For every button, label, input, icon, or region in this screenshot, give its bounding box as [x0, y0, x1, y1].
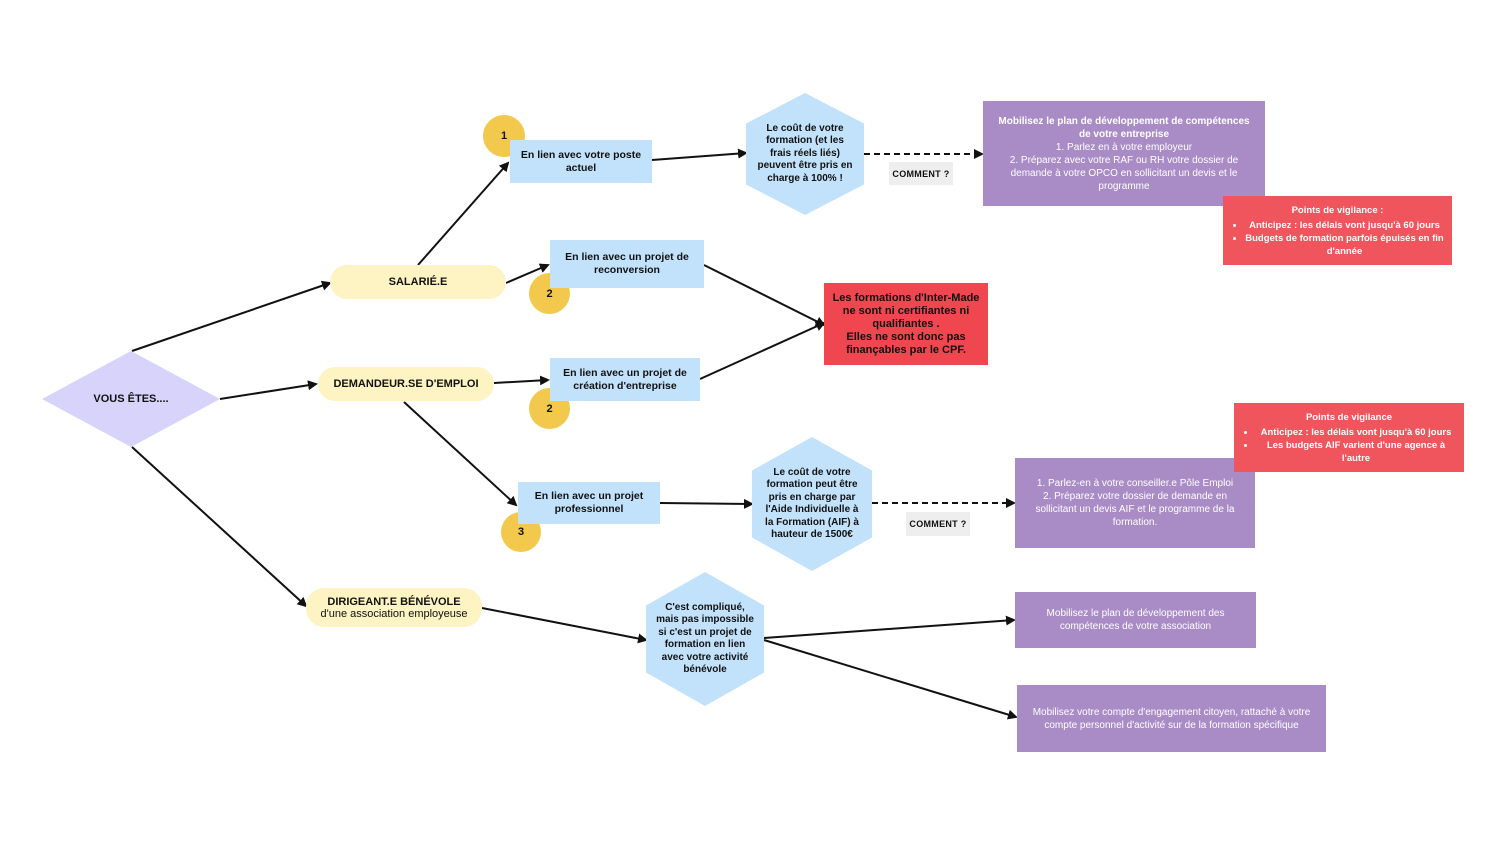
- comment-label-pole-emploi-text: COMMENT ?: [909, 519, 967, 529]
- option-creation-label: En lien avec un projet de création d'ent…: [563, 366, 687, 392]
- comment-label-entreprise: COMMENT ?: [889, 162, 953, 185]
- profile-dirigeant-title: DIRIGEANT.E BÉNÉVOLE: [327, 595, 461, 608]
- vigilance-2-item: Les budgets AIF varient d'une agence à l…: [1256, 439, 1456, 465]
- card-association-label: Mobilisez le plan de développement des c…: [1046, 608, 1225, 632]
- card-association: Mobilisez le plan de développement des c…: [1015, 592, 1256, 648]
- edge-demandeur-creation: [493, 375, 550, 386]
- option-professionnel: En lien avec un projet professionnel: [518, 482, 660, 524]
- card-plan-entreprise-step-2: 2. Préparez avec votre RAF ou RH votre d…: [1009, 154, 1239, 192]
- warning-line-2: Elles ne sont donc pas finançables par l…: [846, 330, 966, 356]
- edge-start-demandeur: [219, 380, 318, 400]
- profile-salarie: SALARIÉ.E: [330, 265, 506, 299]
- vigilance-1-title: Points de vigilance :: [1291, 204, 1384, 216]
- option-reconversion: En lien avec un projet de reconversion: [550, 240, 704, 288]
- start-label: VOUS ÊTES....: [93, 393, 169, 405]
- vigilance-1-item: Budgets de formation parfois épuisés en …: [1245, 232, 1444, 258]
- card-plan-entreprise-step-1: 1. Parlez en à votre employeur: [1055, 141, 1193, 153]
- vigilance-1-item: Anticipez : les délais vont jusqu'à 60 j…: [1245, 219, 1444, 232]
- hex-benevole-label: C'est compliqué, mais pas impossible si …: [656, 601, 754, 676]
- edge-salarie-poste: [417, 161, 510, 266]
- badge-2a-label: 2: [546, 287, 553, 300]
- warning-cpf: Les formations d'Inter-Made ne sont ni c…: [824, 283, 988, 365]
- card-plan-entreprise: Mobilisez le plan de développement de co…: [983, 101, 1265, 206]
- warning-line-1: Les formations d'Inter-Made ne sont ni c…: [832, 291, 980, 330]
- comment-label-pole-emploi: COMMENT ?: [906, 512, 970, 536]
- vigilance-2-title: Points de vigilance: [1305, 411, 1393, 423]
- edge-start-salarie: [131, 280, 332, 352]
- edge-start-dirigeant: [131, 446, 308, 608]
- card-pole-emploi-step-2: 2. Préparez votre dossier de demande en …: [1035, 491, 1235, 528]
- option-poste-actuel-label: En lien avec votre poste actuel: [520, 148, 642, 174]
- comment-label-entreprise-text: COMMENT ?: [892, 168, 950, 179]
- edge-poste-hex: [651, 148, 748, 161]
- option-poste-actuel: En lien avec votre poste actuel: [510, 140, 652, 183]
- vigilance-box-entreprise: Points de vigilance : Anticipez : les dé…: [1223, 196, 1452, 265]
- profile-dirigeant: DIRIGEANT.E BÉNÉVOLE d'une association e…: [306, 588, 482, 627]
- profile-demandeur: DEMANDEUR.SE D'EMPLOI: [318, 367, 494, 401]
- edge-hex-association: [763, 615, 1016, 639]
- profile-dirigeant-subtitle: d'une association employeuse: [320, 607, 468, 620]
- edge-pro-hex: [659, 498, 754, 509]
- badge-3-label: 3: [517, 526, 525, 538]
- edge-demandeur-pro: [403, 401, 518, 507]
- card-compte-engagement-label: Mobilisez votre compte d'engagement cito…: [1032, 706, 1311, 731]
- edge-creation-warning: [699, 321, 826, 380]
- vigilance-1-list: Anticipez : les délais vont jusqu'à 60 j…: [1231, 219, 1444, 258]
- hex-aif-label: Le coût de votre formation peut être pri…: [765, 466, 859, 541]
- card-pole-emploi-step-1: 1. Parlez-en à votre conseiller.e Pôle E…: [1036, 478, 1234, 489]
- badge-1-label: 1: [500, 130, 508, 142]
- option-reconversion-label: En lien avec un projet de reconversion: [565, 251, 689, 276]
- option-creation: En lien avec un projet de création d'ent…: [550, 358, 700, 401]
- card-pole-emploi: 1. Parlez-en à votre conseiller.e Pôle E…: [1015, 458, 1255, 548]
- profile-demandeur-label: DEMANDEUR.SE D'EMPLOI: [333, 378, 479, 390]
- vigilance-2-list: Anticipez : les délais vont jusqu'à 60 j…: [1242, 426, 1456, 465]
- edge-salarie-reconversion: [505, 263, 550, 284]
- hex-prise-en-charge-100-label: Le coût de votre formation (et les frais…: [757, 122, 853, 184]
- edge-hex-cec: [763, 639, 1018, 720]
- option-professionnel-label: En lien avec un projet professionnel: [534, 490, 644, 515]
- hex-prise-en-charge-100: Le coût de votre formation (et les frais…: [746, 93, 864, 215]
- vigilance-2-item: Anticipez : les délais vont jusqu'à 60 j…: [1256, 426, 1456, 439]
- profile-salarie-label: SALARIÉ.E: [388, 276, 448, 288]
- edge-reconversion-warning: [703, 264, 826, 326]
- card-compte-engagement: Mobilisez votre compte d'engagement cito…: [1017, 685, 1326, 752]
- card-plan-entreprise-title: Mobilisez le plan de développement de co…: [998, 115, 1250, 140]
- badge-2b-label: 2: [546, 402, 553, 415]
- edge-dirigeant-hex: [481, 607, 648, 644]
- vigilance-box-aif: Points de vigilance Anticipez : les déla…: [1234, 403, 1464, 472]
